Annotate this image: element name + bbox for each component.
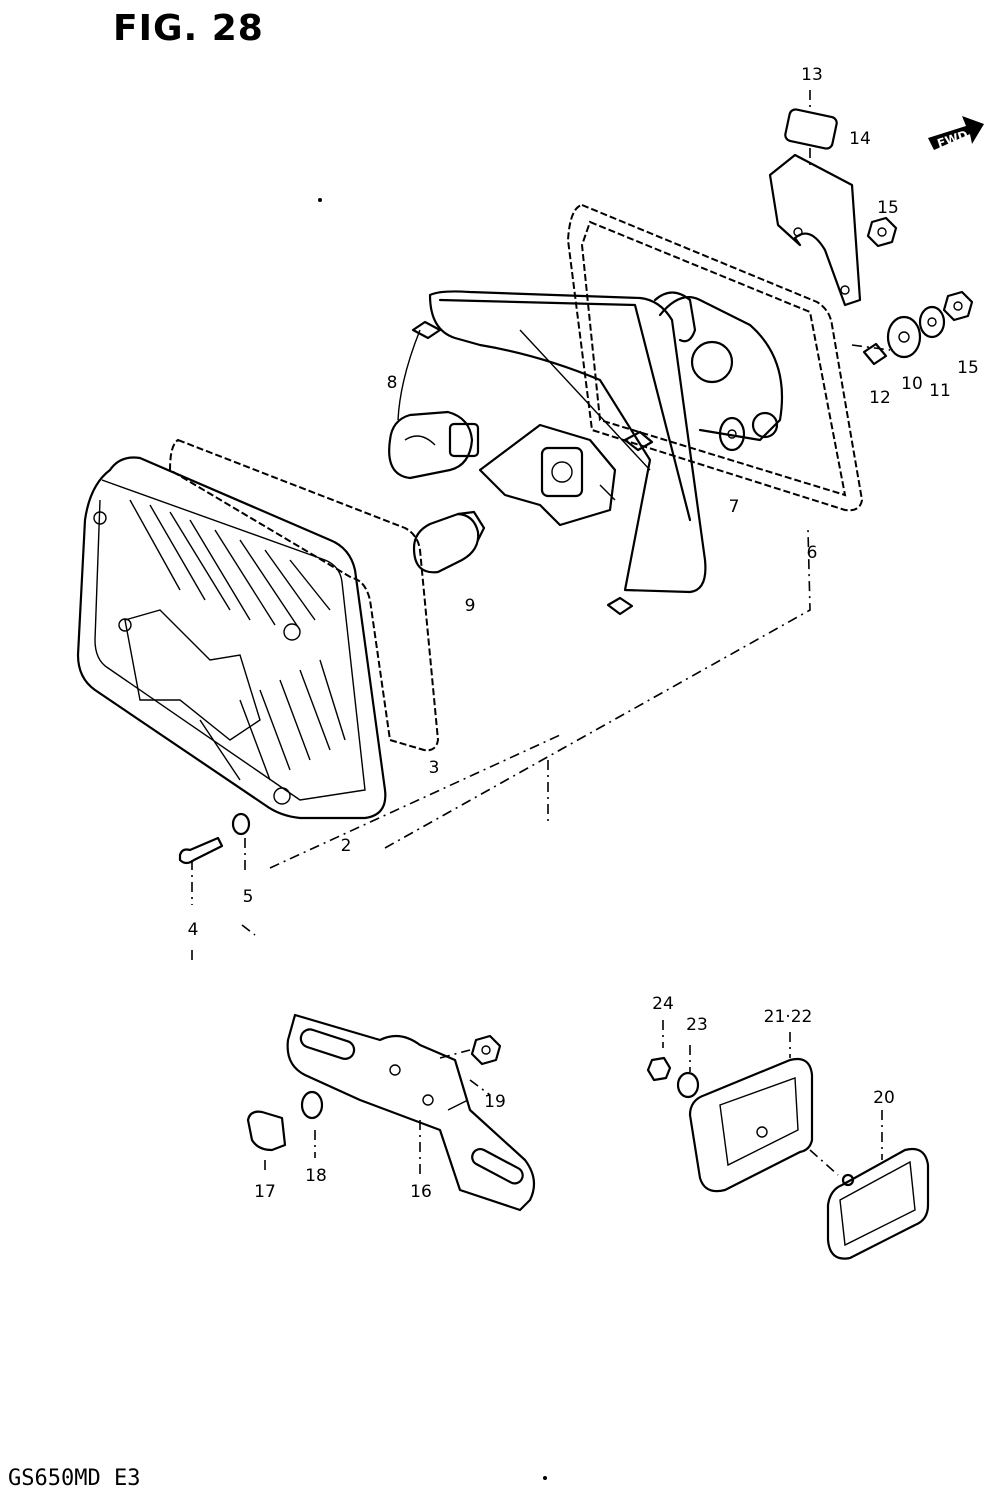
callout-23: 23 xyxy=(686,1015,708,1035)
part-20-reflector xyxy=(826,1147,930,1260)
part-15-nut-lower xyxy=(942,290,974,322)
part-19-nut xyxy=(470,1034,502,1066)
callout-20: 20 xyxy=(873,1088,895,1108)
part-12-grommet xyxy=(862,342,888,366)
callout-6: 6 xyxy=(807,543,818,563)
callout-11: 11 xyxy=(929,381,951,401)
part-8-bulb xyxy=(388,410,480,480)
callout-17: 17 xyxy=(254,1182,276,1202)
callout-16: 16 xyxy=(410,1182,432,1202)
callout-10: 10 xyxy=(901,374,923,394)
part-14-bracket xyxy=(768,153,862,307)
lamp-wire xyxy=(397,329,421,421)
callout-8: 8 xyxy=(387,373,398,393)
tail-lamp-housing xyxy=(411,290,784,616)
callout-7: 7 xyxy=(729,497,740,517)
callout-14: 14 xyxy=(849,129,871,149)
callout-2: 2 xyxy=(341,836,352,856)
callout-19: 19 xyxy=(484,1092,506,1112)
part-11-washer xyxy=(918,305,946,339)
callout-3: 3 xyxy=(429,758,440,778)
fwd-arrow-icon: FWD xyxy=(928,116,984,151)
part-7-grommet xyxy=(718,416,746,452)
callout-4: 4 xyxy=(188,920,199,940)
part-4-screw xyxy=(178,836,224,865)
fwd-label: FWD xyxy=(935,128,969,151)
model-code: GS650MD E3 xyxy=(8,1466,141,1491)
callout-labels: 13 14 15 15 12 10 11 8 7 6 9 3 2 5 4 24 … xyxy=(188,65,979,1202)
part-23-washer xyxy=(676,1071,700,1099)
figure-title: FIG. 28 xyxy=(113,8,264,49)
callout-18: 18 xyxy=(305,1166,327,1186)
callout-15-lower: 15 xyxy=(957,358,979,378)
part-15-nut-upper xyxy=(866,216,898,248)
part-6-gasket xyxy=(566,203,864,512)
part-3-gasket xyxy=(168,438,440,752)
callout-24: 24 xyxy=(652,994,674,1014)
assembly-lines xyxy=(191,90,891,1176)
part-2-lens xyxy=(76,456,387,820)
part-13-cushion xyxy=(784,108,838,150)
callout-9: 9 xyxy=(465,596,476,616)
scan-dot xyxy=(318,198,322,202)
part-18-washer xyxy=(300,1090,324,1120)
part-17-bolt xyxy=(246,1110,287,1152)
part-9-bulb xyxy=(412,510,486,574)
scan-dot xyxy=(543,1476,547,1480)
callout-5: 5 xyxy=(243,887,254,907)
part-24-nut xyxy=(646,1056,672,1082)
callout-15-upper: 15 xyxy=(877,198,899,218)
callout-21-22: 21·22 xyxy=(764,1007,813,1027)
part-16-plate-bracket xyxy=(286,1013,536,1212)
part-5-washer xyxy=(231,812,251,836)
part-10-grommet xyxy=(886,315,922,359)
part-21-22-reflector-bracket xyxy=(688,1057,814,1193)
callout-13: 13 xyxy=(801,65,823,85)
callout-12: 12 xyxy=(869,388,891,408)
